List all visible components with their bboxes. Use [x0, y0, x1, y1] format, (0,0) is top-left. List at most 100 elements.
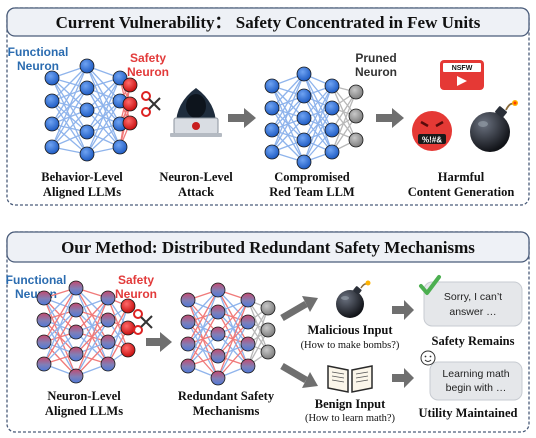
neuron-node — [100, 356, 116, 372]
malicious-input-title: Malicious Input — [307, 323, 393, 337]
safety-remains-label: Safety Remains — [432, 334, 515, 348]
network-edge — [75, 341, 109, 377]
network-edge — [217, 321, 249, 379]
benign-input-title: Benign Input — [315, 397, 386, 411]
arrow-to-help — [392, 368, 414, 388]
network-edge — [271, 73, 305, 109]
neuron-node — [210, 326, 226, 342]
book-icon — [327, 365, 373, 393]
network-edge — [43, 287, 77, 365]
network-edge — [51, 65, 88, 148]
neuron-node — [324, 100, 340, 116]
network-edge — [75, 297, 109, 355]
bottom-safety-label-2: Neuron — [115, 287, 157, 301]
neuron-node — [68, 302, 84, 318]
network-edge — [271, 73, 305, 153]
network-edge — [331, 85, 357, 141]
scissors-icon-bottom — [133, 309, 153, 335]
aligned-llm-network — [44, 58, 138, 162]
compromised-llm-network — [264, 66, 364, 170]
network-edge — [217, 299, 249, 379]
benign-input-example: (How to learn math?) — [305, 413, 396, 424]
neuron-node — [68, 368, 84, 384]
neuron-node — [296, 88, 312, 104]
neuron-node — [324, 144, 340, 160]
network-edge — [51, 65, 88, 125]
refusal-reply-line-2: answer … — [449, 306, 496, 318]
top-pruned-label-1: Pruned — [355, 51, 396, 65]
top-caption-aligned-1: Behavior-Level — [41, 170, 123, 184]
network-edge — [331, 91, 357, 153]
neuron-node — [44, 116, 60, 132]
bottom-arrow-1 — [146, 332, 172, 352]
bomb-icon-bottom — [336, 280, 371, 318]
neuron-node — [264, 100, 280, 116]
malicious-input-example: (How to make bombs?) — [301, 340, 400, 351]
network-edge — [271, 73, 305, 131]
top-caption-harmful-1: Harmful — [438, 170, 485, 184]
top-functional-label-1: Functional — [8, 45, 69, 59]
network-edge — [86, 77, 121, 111]
network-edge — [51, 109, 88, 148]
neuron-node — [120, 320, 136, 336]
scissors-icon — [141, 91, 161, 117]
bottom-caption-aligned-2: Aligned LLMs — [45, 404, 123, 418]
network-edge — [75, 297, 109, 377]
smiley-icon — [420, 350, 436, 366]
arrow-to-malicious — [280, 296, 318, 322]
safety-neuron — [122, 96, 138, 112]
top-caption-attack-1: Neuron-Level — [159, 170, 233, 184]
neuron-node — [180, 292, 196, 308]
neuron-node — [264, 78, 280, 94]
network-edge — [86, 77, 121, 155]
angry-text: %!#& — [422, 136, 442, 145]
neuron-node — [36, 334, 52, 350]
redundant-safety-network — [180, 282, 276, 386]
bomb-icon — [470, 100, 518, 152]
network-edge — [43, 309, 77, 365]
neuron-node — [68, 324, 84, 340]
network-edge — [86, 100, 121, 155]
neuron-node — [180, 336, 196, 352]
top-title: Current Vulnerability： Safety Concentrat… — [56, 13, 481, 32]
neuron-node — [348, 132, 364, 148]
nsfw-label: NSFW — [452, 65, 473, 72]
neuron-aligned-network — [36, 280, 136, 384]
network-edge — [43, 331, 77, 365]
neuron-node — [210, 348, 226, 364]
neuron-node — [44, 139, 60, 155]
neuron-node — [264, 122, 280, 138]
network-edge — [331, 91, 357, 131]
neuron-node — [296, 66, 312, 82]
network-edge — [51, 65, 88, 102]
neuron-node — [296, 110, 312, 126]
neuron-node — [210, 370, 226, 386]
neuron-node — [120, 298, 136, 314]
network-edge — [271, 95, 305, 153]
checkmark-icon — [419, 275, 441, 295]
refusal-reply-line-1: Sorry, I can’t — [444, 291, 502, 303]
neuron-node — [100, 312, 116, 328]
network-edge — [75, 319, 109, 377]
neuron-node — [348, 84, 364, 100]
neuron-node — [79, 80, 95, 96]
neuron-node — [36, 312, 52, 328]
neuron-node — [68, 280, 84, 296]
network-edge — [247, 307, 269, 367]
top-panel: Current Vulnerability： Safety Concentrat… — [6, 7, 530, 206]
neuron-node — [260, 344, 276, 360]
neuron-node — [296, 132, 312, 148]
bottom-panel: Our Method: Distributed Redundant Safety… — [6, 231, 530, 433]
neuron-node — [324, 122, 340, 138]
top-pruned-label-2: Neuron — [355, 65, 397, 79]
arrow-to-refusal — [392, 300, 414, 320]
network-edge — [187, 289, 219, 367]
neuron-node — [180, 358, 196, 374]
helpful-reply-line-1: Learning math — [442, 368, 509, 380]
network-edge — [217, 343, 249, 379]
bottom-caption-redundant-1: Redundant Safety — [178, 389, 275, 403]
top-arrow-2 — [376, 108, 404, 128]
network-edge — [51, 87, 88, 148]
top-arrow-1 — [228, 108, 256, 128]
